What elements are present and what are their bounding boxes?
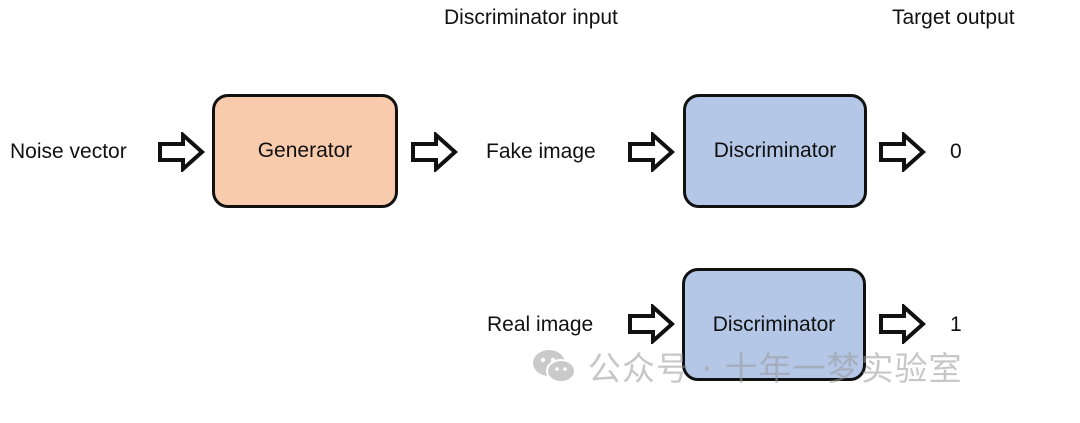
arrow-generator-to-fake-icon bbox=[411, 132, 458, 172]
arrow-noise-to-generator-icon bbox=[158, 132, 205, 172]
wechat-icon bbox=[533, 350, 576, 383]
target-output-zero: 0 bbox=[950, 140, 962, 163]
discriminator-top-label: Discriminator bbox=[713, 139, 837, 162]
discriminator-box-top: Discriminator bbox=[683, 94, 867, 208]
header-target-output: Target output bbox=[892, 6, 1015, 29]
target-output-one: 1 bbox=[950, 313, 962, 336]
generator-label: Generator bbox=[257, 139, 353, 162]
watermark: 公众号 · 十年一梦实验室 bbox=[530, 340, 1050, 392]
arrow-discriminator-to-zero-icon bbox=[879, 132, 926, 172]
header-discriminator-input: Discriminator input bbox=[444, 6, 618, 29]
arrow-fake-to-discriminator-icon bbox=[628, 132, 675, 172]
discriminator-box-bottom: Discriminator bbox=[682, 268, 866, 381]
discriminator-bottom-label: Discriminator bbox=[712, 312, 836, 336]
noise-vector-label: Noise vector bbox=[10, 140, 127, 163]
real-image-label: Real image bbox=[487, 313, 594, 336]
arrow-real-to-discriminator-icon bbox=[628, 304, 675, 344]
arrow-discriminator-to-one-icon bbox=[879, 304, 926, 344]
generator-box: Generator bbox=[212, 94, 398, 208]
watermark-text: 公众号 · 十年一梦实验室 bbox=[588, 349, 963, 388]
fake-image-label: Fake image bbox=[486, 140, 596, 163]
